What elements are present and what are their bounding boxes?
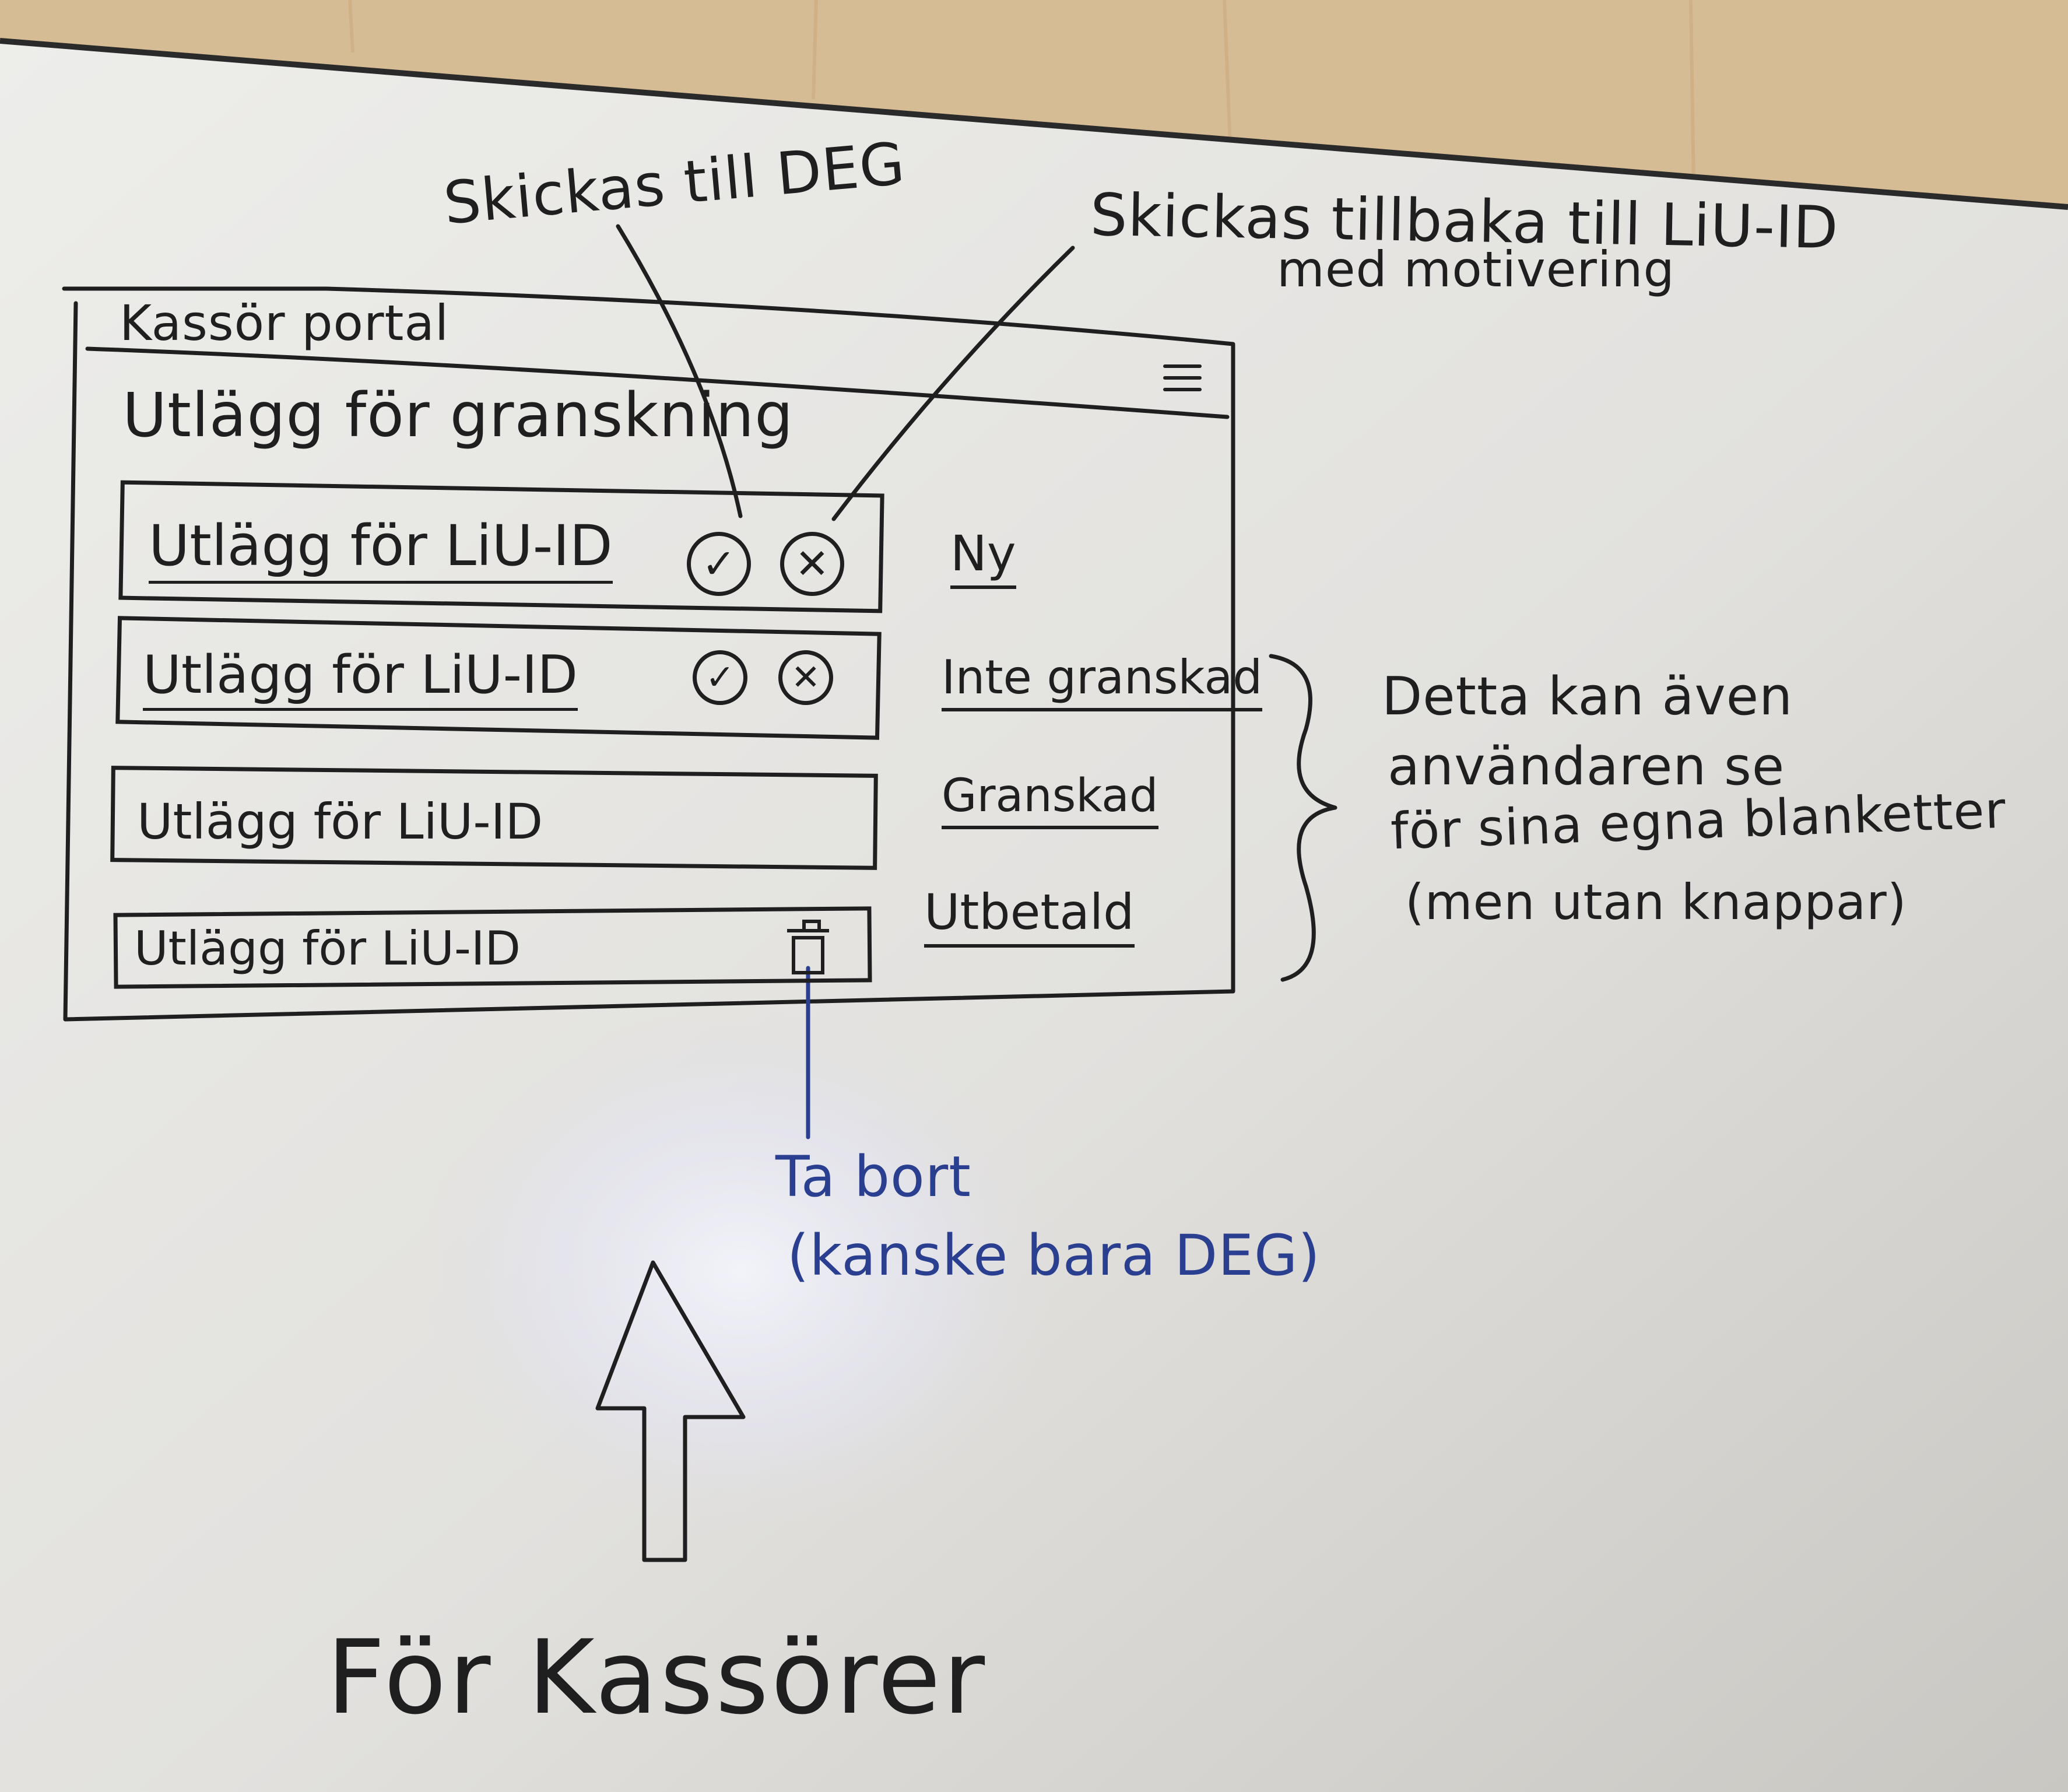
row-label: Utlägg för LiU-ID [143, 644, 578, 711]
hamburger-icon[interactable] [1163, 364, 1202, 397]
annotation-also-user-line2: användaren se [1388, 736, 1785, 797]
page-title: Utlägg för granskning [122, 380, 794, 451]
approve-button[interactable]: ✓ [687, 532, 751, 596]
menu-line [1163, 376, 1202, 380]
annotation-remove-line1: Ta bort [775, 1144, 971, 1209]
status-label: Ny [950, 525, 1016, 589]
annotation-for-cashiers: För Kassörer [326, 1619, 988, 1737]
reject-button[interactable]: ✕ [778, 650, 833, 705]
row-label: Utlägg för LiU-ID [134, 921, 521, 976]
status-label: Utbetald [924, 883, 1135, 948]
annotation-also-user-line4: (men utan knappar) [1405, 874, 1907, 931]
app-title: Kassör portal [120, 294, 450, 352]
approve-button[interactable]: ✓ [693, 650, 747, 705]
row-label: Utlägg för LiU-ID [137, 793, 543, 850]
annotation-remove-line2: (kanske bara DEG) [787, 1223, 1321, 1288]
status-label: Inte granskad [942, 650, 1263, 711]
status-label: Granskad [942, 770, 1158, 829]
reject-button[interactable]: ✕ [780, 532, 844, 596]
row-label: Utlägg för LiU-ID [149, 513, 613, 584]
trash-icon[interactable] [787, 920, 829, 974]
menu-line [1163, 364, 1202, 368]
menu-line [1163, 388, 1202, 391]
annotation-also-user-line1: Detta kan även [1382, 666, 1793, 727]
annotation-send-back-line2: med motivering [1277, 241, 1675, 298]
